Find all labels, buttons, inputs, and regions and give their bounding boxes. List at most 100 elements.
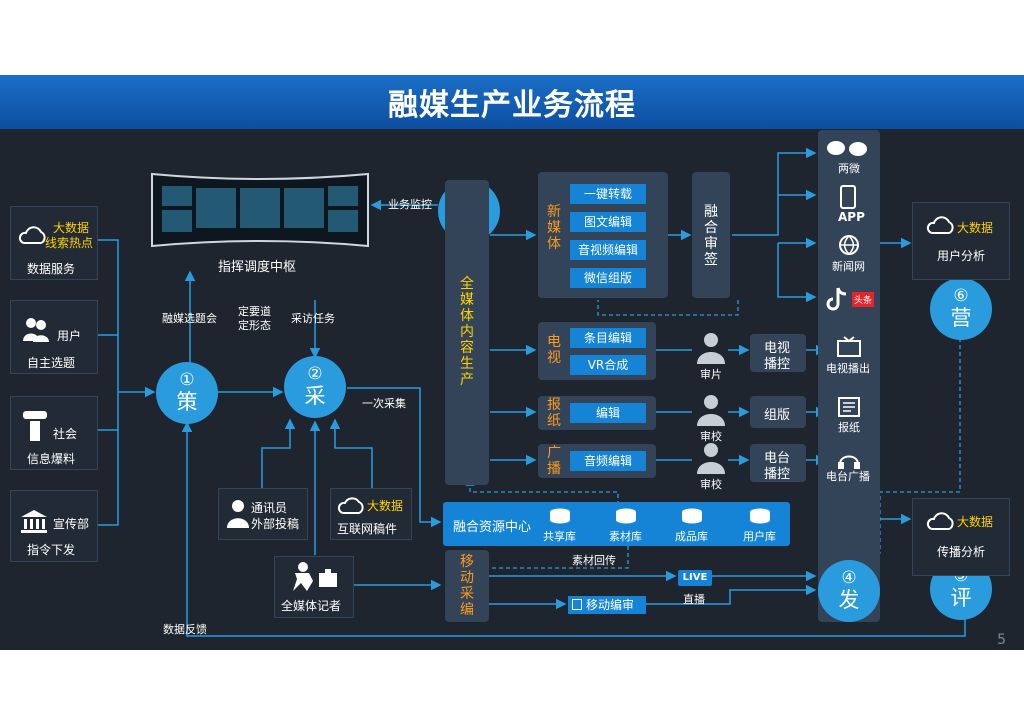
society-box: 社会 信息爆料 bbox=[10, 396, 98, 470]
reporter-label: 全媒体记者 bbox=[281, 599, 342, 613]
live-badge: LIVE bbox=[678, 570, 712, 586]
reviewer-icon bbox=[697, 443, 725, 474]
graphic-edit-button[interactable]: 图文编辑 bbox=[570, 212, 646, 232]
one-collect-label: 一次采集 bbox=[362, 397, 406, 410]
title-banner bbox=[0, 75, 1024, 129]
topic-meeting-label: 融媒选题会 bbox=[162, 312, 217, 325]
mobile-edit-button[interactable]: 移动编审 bbox=[568, 596, 646, 614]
bigdata-line1: 大数据 bbox=[53, 221, 90, 235]
page-title: 融媒生产业务流程 bbox=[388, 88, 636, 123]
product-db-label: 成品库 bbox=[675, 530, 708, 543]
vr-compose-button[interactable]: VR合成 bbox=[570, 355, 646, 375]
cloud-icon bbox=[926, 512, 954, 530]
database-icon bbox=[616, 508, 636, 524]
internet-bigdata: 大数据 bbox=[367, 499, 404, 513]
decide-line2: 定形态 bbox=[238, 319, 271, 332]
self-topic-label: 自主选题 bbox=[27, 356, 76, 370]
bigdata-line2: 线索热点 bbox=[45, 236, 94, 250]
paper-panel: 报纸 编辑 bbox=[538, 396, 656, 430]
building-icon bbox=[21, 510, 47, 533]
paper-edit-button[interactable]: 编辑 bbox=[570, 403, 646, 423]
spread-analysis-box: 大数据 传播分析 bbox=[912, 498, 1010, 576]
bigdata-label-2: 大数据 bbox=[957, 515, 994, 529]
repost-button[interactable]: 一键转载 bbox=[570, 184, 646, 204]
production-panel: 全媒体内容生产 bbox=[445, 180, 489, 485]
command-center-label: 指挥调度中枢 bbox=[218, 260, 297, 275]
data-service-label: 数据服务 bbox=[27, 262, 76, 276]
radio-icon bbox=[838, 455, 860, 469]
newspaper-icon bbox=[838, 397, 860, 417]
tv-label: 电视 bbox=[547, 334, 561, 366]
data-feedback-label: 数据反馈 bbox=[163, 623, 207, 636]
society-label: 社会 bbox=[53, 427, 78, 441]
command-center-screen bbox=[151, 172, 369, 248]
radio-panel: 广播 音频编辑 bbox=[538, 444, 656, 478]
toutiao-badge: 头条 bbox=[852, 292, 875, 307]
wechat-layout-button[interactable]: 微信组版 bbox=[570, 268, 646, 288]
person-tie-icon bbox=[227, 500, 249, 528]
page-number: 5 bbox=[997, 632, 1006, 648]
radio-label: 电台广播 bbox=[826, 470, 870, 483]
resource-center: 融合资源中心 共享库 素材库 成品库 用户库 bbox=[443, 502, 790, 546]
mobile-edit-label: 移动编审 bbox=[586, 598, 635, 612]
tv-control-line1: 电视 bbox=[764, 341, 791, 356]
user-label: 用户 bbox=[57, 329, 82, 343]
av-edit-button[interactable]: 音视频编辑 bbox=[570, 240, 646, 260]
bigdata-label-1: 大数据 bbox=[957, 221, 994, 235]
tv-play-label: 电视播出 bbox=[826, 362, 870, 375]
merge-sign-label: 融合审签 bbox=[704, 204, 718, 268]
tv-review-label: 审片 bbox=[700, 368, 722, 381]
paper-layout-label: 组版 bbox=[764, 408, 791, 423]
info-report-label: 信息爆料 bbox=[27, 452, 76, 466]
internet-label: 互联网稿件 bbox=[337, 522, 398, 536]
reviewer-icon bbox=[697, 395, 725, 426]
radio-control-line2: 播控 bbox=[764, 467, 791, 482]
item-edit-button[interactable]: 条目编辑 bbox=[570, 328, 646, 348]
tv-control-panel: 电视 播控 bbox=[750, 334, 806, 372]
radio-review-label: 审校 bbox=[700, 478, 722, 491]
correspondent-box: 通讯员 外部投稿 bbox=[218, 488, 308, 540]
cloud-icon bbox=[337, 497, 364, 514]
shared-db-label: 共享库 bbox=[543, 530, 576, 543]
cloud-icon bbox=[18, 226, 46, 244]
production-label: 全媒体内容生产 bbox=[460, 276, 474, 388]
reporter-icon bbox=[293, 562, 337, 591]
interview-task-label: 采访任务 bbox=[291, 312, 335, 325]
new-media-panel: 新媒体 一键转载 图文编辑 音视频编辑 微信组版 bbox=[538, 172, 668, 298]
weibo-label: 两微 bbox=[838, 162, 860, 175]
user-analysis-label: 用户分析 bbox=[937, 249, 986, 263]
internet-box: 大数据 互联网稿件 bbox=[330, 488, 412, 540]
database-icon bbox=[550, 508, 570, 524]
correspondent-line2: 外部投稿 bbox=[251, 517, 300, 531]
paper-review-label: 审校 bbox=[700, 430, 722, 443]
tv-control-line2: 播控 bbox=[764, 357, 791, 372]
radio-control-line1: 电台 bbox=[764, 451, 791, 466]
bigdata-box: 大数据 线索热点 数据服务 bbox=[10, 206, 98, 280]
audio-edit-button[interactable]: 音频编辑 bbox=[570, 451, 646, 471]
news-label: 新闻网 bbox=[832, 260, 865, 273]
cloud-icon bbox=[926, 216, 954, 234]
monitor-label: 业务监控 bbox=[388, 198, 432, 211]
mobile-label: 移动采编 bbox=[460, 554, 474, 618]
tv-panel: 电视 条目编辑 VR合成 bbox=[538, 322, 656, 380]
radio-label: 广播 bbox=[547, 445, 561, 477]
edit-icon bbox=[572, 599, 582, 610]
reporter-box: 全媒体记者 bbox=[274, 556, 354, 618]
users-icon bbox=[23, 318, 49, 342]
propaganda-box: 宣传部 指令下发 bbox=[10, 490, 98, 562]
paper-layout-panel: 组版 bbox=[750, 396, 806, 428]
directive-label: 指令下发 bbox=[27, 543, 76, 557]
database-icon bbox=[682, 508, 702, 524]
decide-line1: 定要道 bbox=[238, 305, 271, 318]
new-media-label: 新媒体 bbox=[547, 204, 561, 252]
resource-center-label: 融合资源中心 bbox=[453, 520, 532, 535]
wechat-weibo-icon bbox=[827, 141, 867, 156]
app-label: APP bbox=[838, 210, 865, 224]
mobile-panel: 移动采编 bbox=[445, 550, 489, 622]
